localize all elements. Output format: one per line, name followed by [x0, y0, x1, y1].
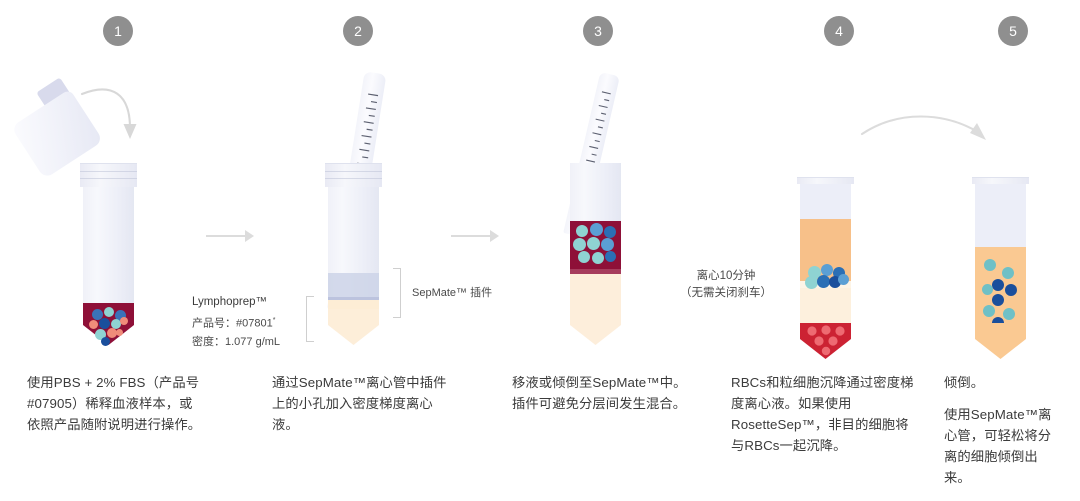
blood-cell — [590, 223, 603, 236]
step-badge-4: 4 — [824, 16, 854, 46]
tube-cone — [570, 309, 621, 345]
lymphoprep-catalog-text: 产品号：#07801 — [192, 317, 273, 330]
isolated-cell — [1005, 284, 1017, 296]
blood-cell — [601, 238, 614, 251]
decant-arrow-icon — [860, 115, 986, 140]
blood-cell — [573, 238, 586, 251]
tube-rim — [797, 177, 854, 184]
blood-cell — [587, 237, 600, 250]
pour-arrow-icon — [80, 88, 137, 139]
tube-cap — [325, 163, 382, 187]
tube-cap — [80, 163, 137, 187]
sepmate-insert — [328, 273, 379, 297]
tube-step-3 — [570, 163, 621, 345]
caption-step-5-line1: 倾倒。 — [944, 375, 985, 390]
blood-layer — [83, 303, 134, 309]
isolated-cell — [984, 259, 996, 271]
blood-cell — [576, 225, 588, 237]
tube-step-1 — [80, 163, 137, 346]
centrifuge-time: 离心10分钟 — [696, 270, 756, 282]
blood-cell — [99, 318, 110, 329]
blood-cell — [95, 329, 106, 340]
isolated-cell — [992, 294, 1004, 306]
lymphoprep-catalog: 产品号：#07801* — [192, 313, 307, 332]
tube-step-4 — [797, 177, 854, 359]
centrifuge-instruction: 离心10分钟 （无需关闭刹车） — [660, 268, 792, 302]
density-medium-layer — [800, 288, 851, 323]
blood-cell — [89, 320, 98, 329]
isolated-cell — [992, 279, 1004, 291]
lymphoprep-catalog-mark: * — [272, 317, 276, 324]
insert-plate — [328, 297, 379, 300]
blood-cell — [104, 307, 114, 317]
caption-step-4: RBCs和粒细胞沉降通过密度梯度离心液。如果使用RosetteSep™，非目的细… — [731, 375, 914, 453]
step-badge-2: 2 — [343, 16, 373, 46]
blood-cell — [604, 226, 616, 238]
pbmc-cell — [808, 266, 821, 279]
flow-arrow-2 — [451, 230, 499, 242]
isolated-cell — [982, 284, 993, 295]
blood-cell — [592, 252, 604, 264]
tube-cone — [328, 309, 379, 345]
flow-arrow-1 — [206, 230, 254, 242]
step-badge-5: 5 — [998, 16, 1028, 46]
blood-cell — [101, 337, 110, 346]
tube-cone — [800, 323, 851, 359]
isolated-cell — [1002, 267, 1014, 279]
lymphoprep-density: 密度：1.077 g/mL — [192, 335, 281, 348]
tube-rim — [972, 177, 1029, 184]
step-badge-3: 3 — [583, 16, 613, 46]
lymphoprep-annotation: Lymphoprep™ 产品号：#07801* 密度：1.077 g/mL — [192, 294, 307, 350]
insert-plate — [570, 269, 621, 274]
isolated-cell — [992, 317, 1004, 323]
blood-cell — [120, 317, 128, 325]
blood-cell — [578, 251, 590, 263]
tube-barrel — [328, 187, 379, 309]
blood-cell — [115, 310, 126, 321]
bracket-lymphoprep — [306, 296, 314, 342]
headspace-layer — [800, 184, 851, 219]
blood-cell — [92, 309, 103, 320]
density-medium-layer — [328, 300, 379, 309]
tube-barrel — [800, 184, 851, 323]
caption-step-1: 使用PBS + 2% FBS（产品号 #07905）稀释血液样本，或依照产品随附… — [27, 375, 202, 432]
blood-cell — [605, 251, 616, 262]
blood-cell — [116, 329, 123, 336]
sepmate-insert-annotation: SepMate™ 插件 — [412, 287, 493, 299]
centrifuge-brake: （无需关闭刹车） — [680, 287, 772, 299]
caption-step-2: 通过SepMate™离心管中插件上的小孔加入密度梯度离心液。 — [272, 375, 447, 432]
isolated-cell — [1003, 308, 1015, 320]
tube-barrel — [570, 163, 621, 309]
pbmc-cell — [838, 274, 849, 285]
tube-cone — [975, 323, 1026, 359]
pbmc-cell — [817, 275, 830, 288]
blood-cell — [107, 328, 117, 338]
tube-barrel — [83, 187, 134, 309]
headspace-layer — [975, 184, 1026, 247]
tube-barrel — [975, 184, 1026, 323]
lymphoprep-name: Lymphoprep™ — [192, 296, 268, 308]
step-badge-1: 1 — [103, 16, 133, 46]
isolated-cell — [983, 305, 995, 317]
blood-cell — [111, 319, 121, 329]
caption-step-3: 移液或倾倒至SepMate™中。插件可避免分层间发生混合。 — [512, 375, 687, 411]
bracket-sepmate-insert — [393, 268, 401, 318]
caption-step-5-line2: 使用SepMate™离心管，可轻松将分离的细胞倾倒出来。 — [944, 407, 1052, 485]
tube-step-5 — [972, 177, 1029, 359]
tube-step-2 — [325, 163, 382, 345]
pbmc-cell — [821, 264, 833, 276]
pbmc-cell — [805, 276, 818, 289]
density-medium-layer — [570, 274, 621, 309]
